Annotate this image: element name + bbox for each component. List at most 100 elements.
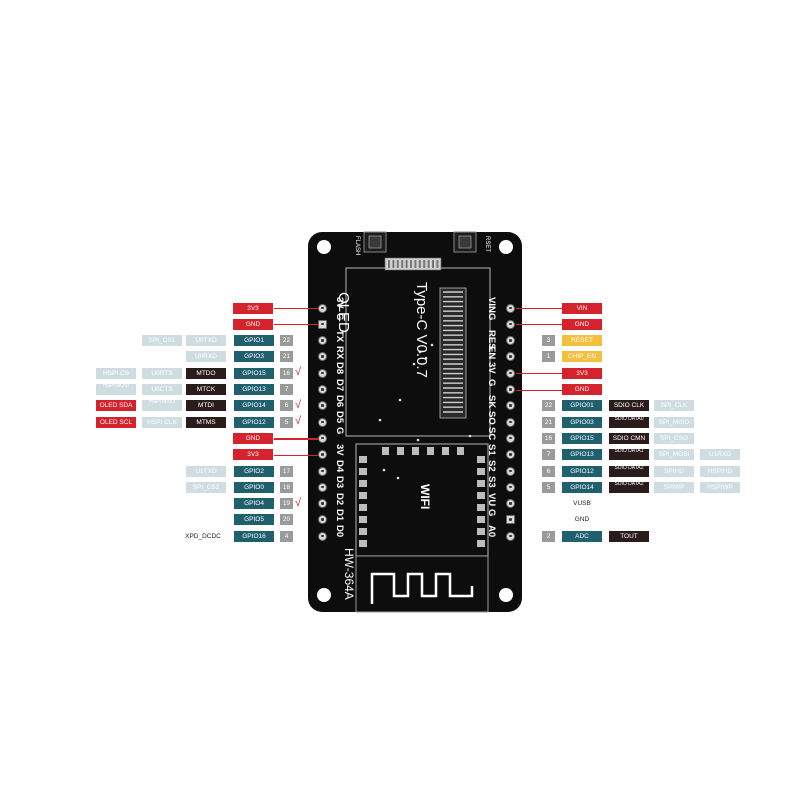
pin-label-plain: VUSB: [573, 500, 591, 508]
header-pin: [506, 319, 515, 329]
pin-label-num: 22: [542, 400, 555, 412]
pin-label-num: 17: [280, 465, 293, 477]
connector-line: [294, 390, 318, 391]
wifi-module-pad: [359, 480, 367, 487]
pin-label-func: SDIO DATA2: [609, 465, 649, 477]
pin-label-gpio: GPIO14: [234, 400, 274, 412]
pin-label-func: TOUT: [609, 530, 649, 542]
connector-line: [294, 520, 318, 521]
pin-label-num: 2: [542, 530, 555, 542]
pin-label-plain: GND: [574, 516, 590, 524]
pin-label-alt: SPI_MISO: [654, 416, 694, 428]
pin-label-alt: U0CTS: [142, 384, 182, 395]
connector-line: [294, 357, 318, 358]
header-pin: [318, 433, 327, 443]
connector-line: [516, 308, 562, 310]
header-pin: [318, 515, 327, 525]
pin-label-num: 5: [542, 481, 555, 493]
pin-label-gpio: GPIO2: [234, 465, 274, 477]
pin-label-power: 3V3: [233, 302, 273, 314]
connector-line: [274, 308, 318, 310]
via: [378, 418, 382, 422]
pwm-icon: √: [295, 496, 302, 509]
wifi-silk-text: WIFI: [418, 484, 432, 510]
wifi-module-pad: [359, 492, 367, 499]
usb-connector: [384, 257, 442, 271]
pin-label-func: MTDI: [186, 400, 226, 412]
pin-label-func: SDIO CMN: [609, 432, 649, 444]
pin-label-num: 5: [280, 416, 293, 428]
via: [398, 398, 402, 402]
pin-label-power: GND: [233, 432, 273, 444]
pin-label-num: 3: [542, 335, 555, 347]
model-silk-text: HW-364A: [342, 548, 356, 600]
pin-label-power: GND: [562, 384, 602, 395]
pin-label-num: 1: [542, 351, 555, 363]
usb-contact: [405, 260, 408, 268]
pin-label-alt: U0RTS: [142, 367, 182, 379]
connector-line: [294, 487, 318, 488]
pin-label-num: 7: [280, 384, 293, 395]
wifi-module-pad: [412, 447, 419, 455]
wifi-module-pad: [359, 540, 367, 547]
via: [412, 362, 416, 366]
pin-label-alt: HSPIHD: [700, 465, 740, 477]
connector-line: [516, 487, 542, 488]
pin-label-alt: HSPIWP: [700, 481, 740, 493]
header-pin: [318, 499, 327, 509]
connector-line: [516, 341, 542, 342]
header-pin: [318, 385, 327, 394]
connector-line: [274, 324, 318, 326]
wifi-module-pad: [477, 456, 485, 463]
header-pin: [318, 352, 327, 362]
pin-label-reset: RESET: [562, 335, 602, 347]
pin-label-alt: SPI_CS1: [142, 335, 182, 347]
flash-button-label: FLASH: [354, 236, 360, 256]
pin-label-power: GND: [562, 318, 602, 330]
pin-label-alt: SPIHD: [654, 465, 694, 477]
via: [396, 476, 400, 480]
wifi-module-pad: [477, 504, 485, 511]
reset-button-label: RSET: [484, 236, 490, 253]
usb-contact: [410, 260, 412, 268]
wifi-module-pad: [427, 447, 434, 455]
reset-button-cap: [458, 235, 472, 249]
pin-label-reset: CHIP_EN: [562, 351, 602, 363]
header-pin: [318, 466, 327, 476]
pin-label-gpio: GPIO16: [234, 530, 274, 542]
pin-label-plain: XPD_DCDC: [185, 532, 221, 540]
header-pin: [506, 531, 515, 541]
pin-label-num: 4: [280, 530, 293, 542]
via: [416, 438, 420, 442]
pwm-icon: √: [295, 366, 302, 379]
mounting-hole: [499, 588, 513, 602]
pin-label-gpio: GPIO12: [234, 416, 274, 428]
pin-label-alt: U1TXD: [186, 465, 226, 477]
header-pin: [506, 368, 515, 378]
pin-label-alt: U0TXD: [186, 335, 226, 347]
pin-label-power: GND: [233, 318, 273, 330]
header-pin: [318, 482, 327, 492]
flash-button-cap: [368, 235, 382, 249]
connector-line: [516, 536, 542, 537]
pin-label-gpio: GPIO1: [234, 335, 274, 347]
pin-label-num: 19: [280, 498, 293, 510]
pin-label-num: 22: [280, 335, 293, 347]
header-pin: [318, 531, 327, 541]
header-pin: [506, 482, 515, 492]
usb-contact: [423, 260, 426, 268]
pin-label-alt: SPIWP: [654, 481, 694, 493]
header-pin: [506, 352, 515, 362]
wifi-module-pad: [359, 468, 367, 475]
pin-label-alt: HSPI CS: [96, 367, 136, 379]
pin-silk-label: D0: [334, 525, 345, 538]
pin-label-num: 21: [542, 416, 555, 428]
pin-label-func: MTCK: [186, 384, 226, 395]
via: [424, 356, 428, 360]
pin-label-num: 6: [280, 400, 293, 412]
header-pin: [318, 303, 327, 313]
wifi-module-pad: [477, 492, 485, 499]
via: [382, 468, 386, 472]
header-pin: [318, 417, 327, 427]
